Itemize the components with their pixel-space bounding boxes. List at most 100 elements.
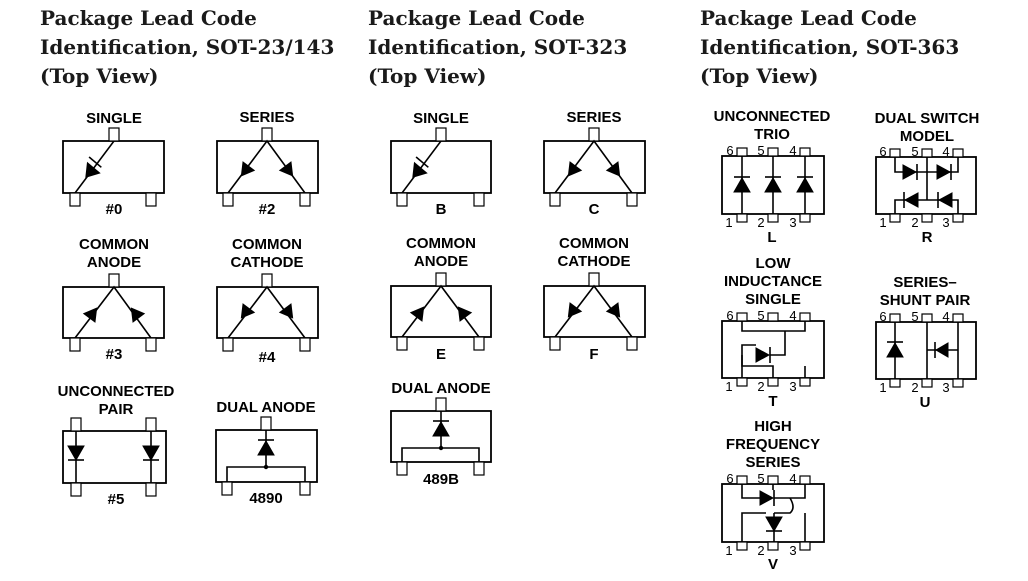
sot363-hf-label3: SERIES [745, 454, 800, 471]
pin-number-3: 3 [789, 379, 796, 394]
pin-lead [799, 475, 811, 485]
package-outline [543, 140, 646, 194]
header-sot323-line1: Package Lead Code [368, 6, 585, 30]
pin-lead [921, 213, 933, 223]
header-sot323-line3: (Top View) [368, 64, 487, 88]
pin-number-1: 1 [725, 543, 732, 558]
pin-lead [889, 213, 901, 223]
pin-lead [889, 313, 901, 323]
pin-lead [473, 336, 485, 351]
sot363-unconnected-trio: UNCONNECTED TRIO 6 5 4 1 2 3 L [714, 108, 831, 246]
diode-symbol [886, 341, 904, 358]
sot23-cc-code: #4 [259, 349, 276, 366]
pin-lead [299, 192, 311, 207]
pin-lead [736, 475, 748, 485]
diode-symbol [240, 161, 256, 177]
lead-wire-curve [774, 497, 794, 514]
package-outline [875, 156, 977, 215]
sot23-ca-code: #3 [106, 346, 123, 363]
header-sot23-line1: Package Lead Code [40, 6, 257, 30]
pin-lead [261, 273, 273, 288]
pin-number-5: 5 [911, 309, 918, 324]
sot23-dual-anode: DUAL ANODE 4890 [215, 399, 318, 507]
pin-number-2: 2 [757, 543, 764, 558]
diode-symbol [67, 445, 85, 462]
sot323-da-label: DUAL ANODE [391, 380, 490, 397]
pin-lead [921, 148, 933, 158]
sot23-unconnected-pair: UNCONNECTED PAIR #5 [58, 383, 175, 508]
pin-number-6: 6 [879, 309, 886, 324]
sot23-da-label: DUAL ANODE [216, 399, 315, 416]
diode-symbol [257, 439, 275, 456]
diode-symbol [278, 161, 294, 177]
header-sot363-line1: Package Lead Code [700, 6, 917, 30]
pin-lead [108, 273, 120, 288]
pin-number-2: 2 [757, 215, 764, 230]
pin-lead [473, 461, 485, 476]
diode-symbol [605, 161, 621, 177]
diode-symbol [432, 420, 450, 437]
diode-lead-wire [401, 284, 480, 338]
sot23-up-code: #5 [108, 491, 125, 508]
diode-symbol [142, 445, 160, 462]
diode-lead-wire [74, 140, 115, 194]
diode-symbol [130, 307, 146, 323]
header-sot323: Package Lead Code Identification, SOT-32… [368, 6, 627, 88]
diode-lead-wire [74, 285, 152, 339]
lead-wire [741, 484, 760, 499]
sot363-ds-label1: DUAL SWITCH [875, 110, 980, 127]
header-sot23: Package Lead Code Identification, SOT-23… [40, 6, 334, 88]
pin-lead [396, 336, 408, 351]
sot323-cc-label1: COMMON [559, 235, 629, 252]
pin-lead [799, 312, 811, 322]
sot363-trio-label1: UNCONNECTED [714, 108, 831, 125]
sot363-series-shunt: SERIES– SHUNT PAIR 6 5 4 1 2 3 U [875, 274, 977, 411]
pin-lead [588, 127, 600, 142]
sot323-single-code: B [436, 201, 447, 218]
pin-lead [549, 192, 561, 207]
sot23-common-cathode: COMMON CATHODE #4 [216, 236, 319, 366]
pin-lead [588, 272, 600, 287]
pin-number-2: 2 [757, 379, 764, 394]
lead-wire-bottom [741, 355, 774, 378]
sot363-dual-switch: DUAL SWITCH MODEL 6 5 4 1 2 3 R [875, 110, 980, 246]
diode-symbol [567, 302, 583, 318]
pin-number-4: 4 [789, 143, 796, 158]
lead-wire-right [770, 331, 786, 356]
pin-number-2: 2 [911, 215, 918, 230]
sot363-hf-code: V [768, 556, 778, 573]
diode-symbol [759, 490, 775, 506]
diode-symbol [82, 307, 98, 323]
pin-lead [736, 147, 748, 157]
junction-dot [438, 445, 444, 451]
diode-symbol [409, 306, 425, 322]
sot323-da-code: 489B [423, 471, 459, 488]
pin-lead [435, 397, 447, 412]
pin-lead [767, 475, 779, 485]
header-sot363-line3: (Top View) [700, 64, 819, 88]
pin-number-4: 4 [789, 308, 796, 323]
diode-symbol [733, 176, 751, 193]
pin-lead [396, 192, 408, 207]
diode-symbol [605, 302, 621, 318]
sot363-li-label3: SINGLE [745, 291, 801, 308]
diode-symbol [412, 161, 428, 178]
pin-lead [952, 213, 964, 223]
package-outline [216, 140, 319, 194]
sot23-series-label: SERIES [239, 109, 294, 126]
sot323-ca-code: E [436, 346, 446, 363]
diode-symbol [902, 164, 918, 180]
package-outline [62, 430, 167, 484]
sot23-single-label: SINGLE [86, 110, 142, 127]
pin-number-4: 4 [942, 309, 949, 324]
pin-lead [952, 148, 964, 158]
sot23-series-code: #2 [259, 201, 276, 218]
package-outline [62, 286, 165, 339]
pin-lead [145, 192, 157, 207]
sot23-single: SINGLE #0 [62, 110, 165, 218]
pin-number-5: 5 [757, 471, 764, 486]
diode-lead-wire [227, 139, 306, 194]
sot363-hf-label1: HIGH [754, 418, 792, 435]
pin-lead [799, 147, 811, 157]
pin-lead [767, 541, 779, 551]
